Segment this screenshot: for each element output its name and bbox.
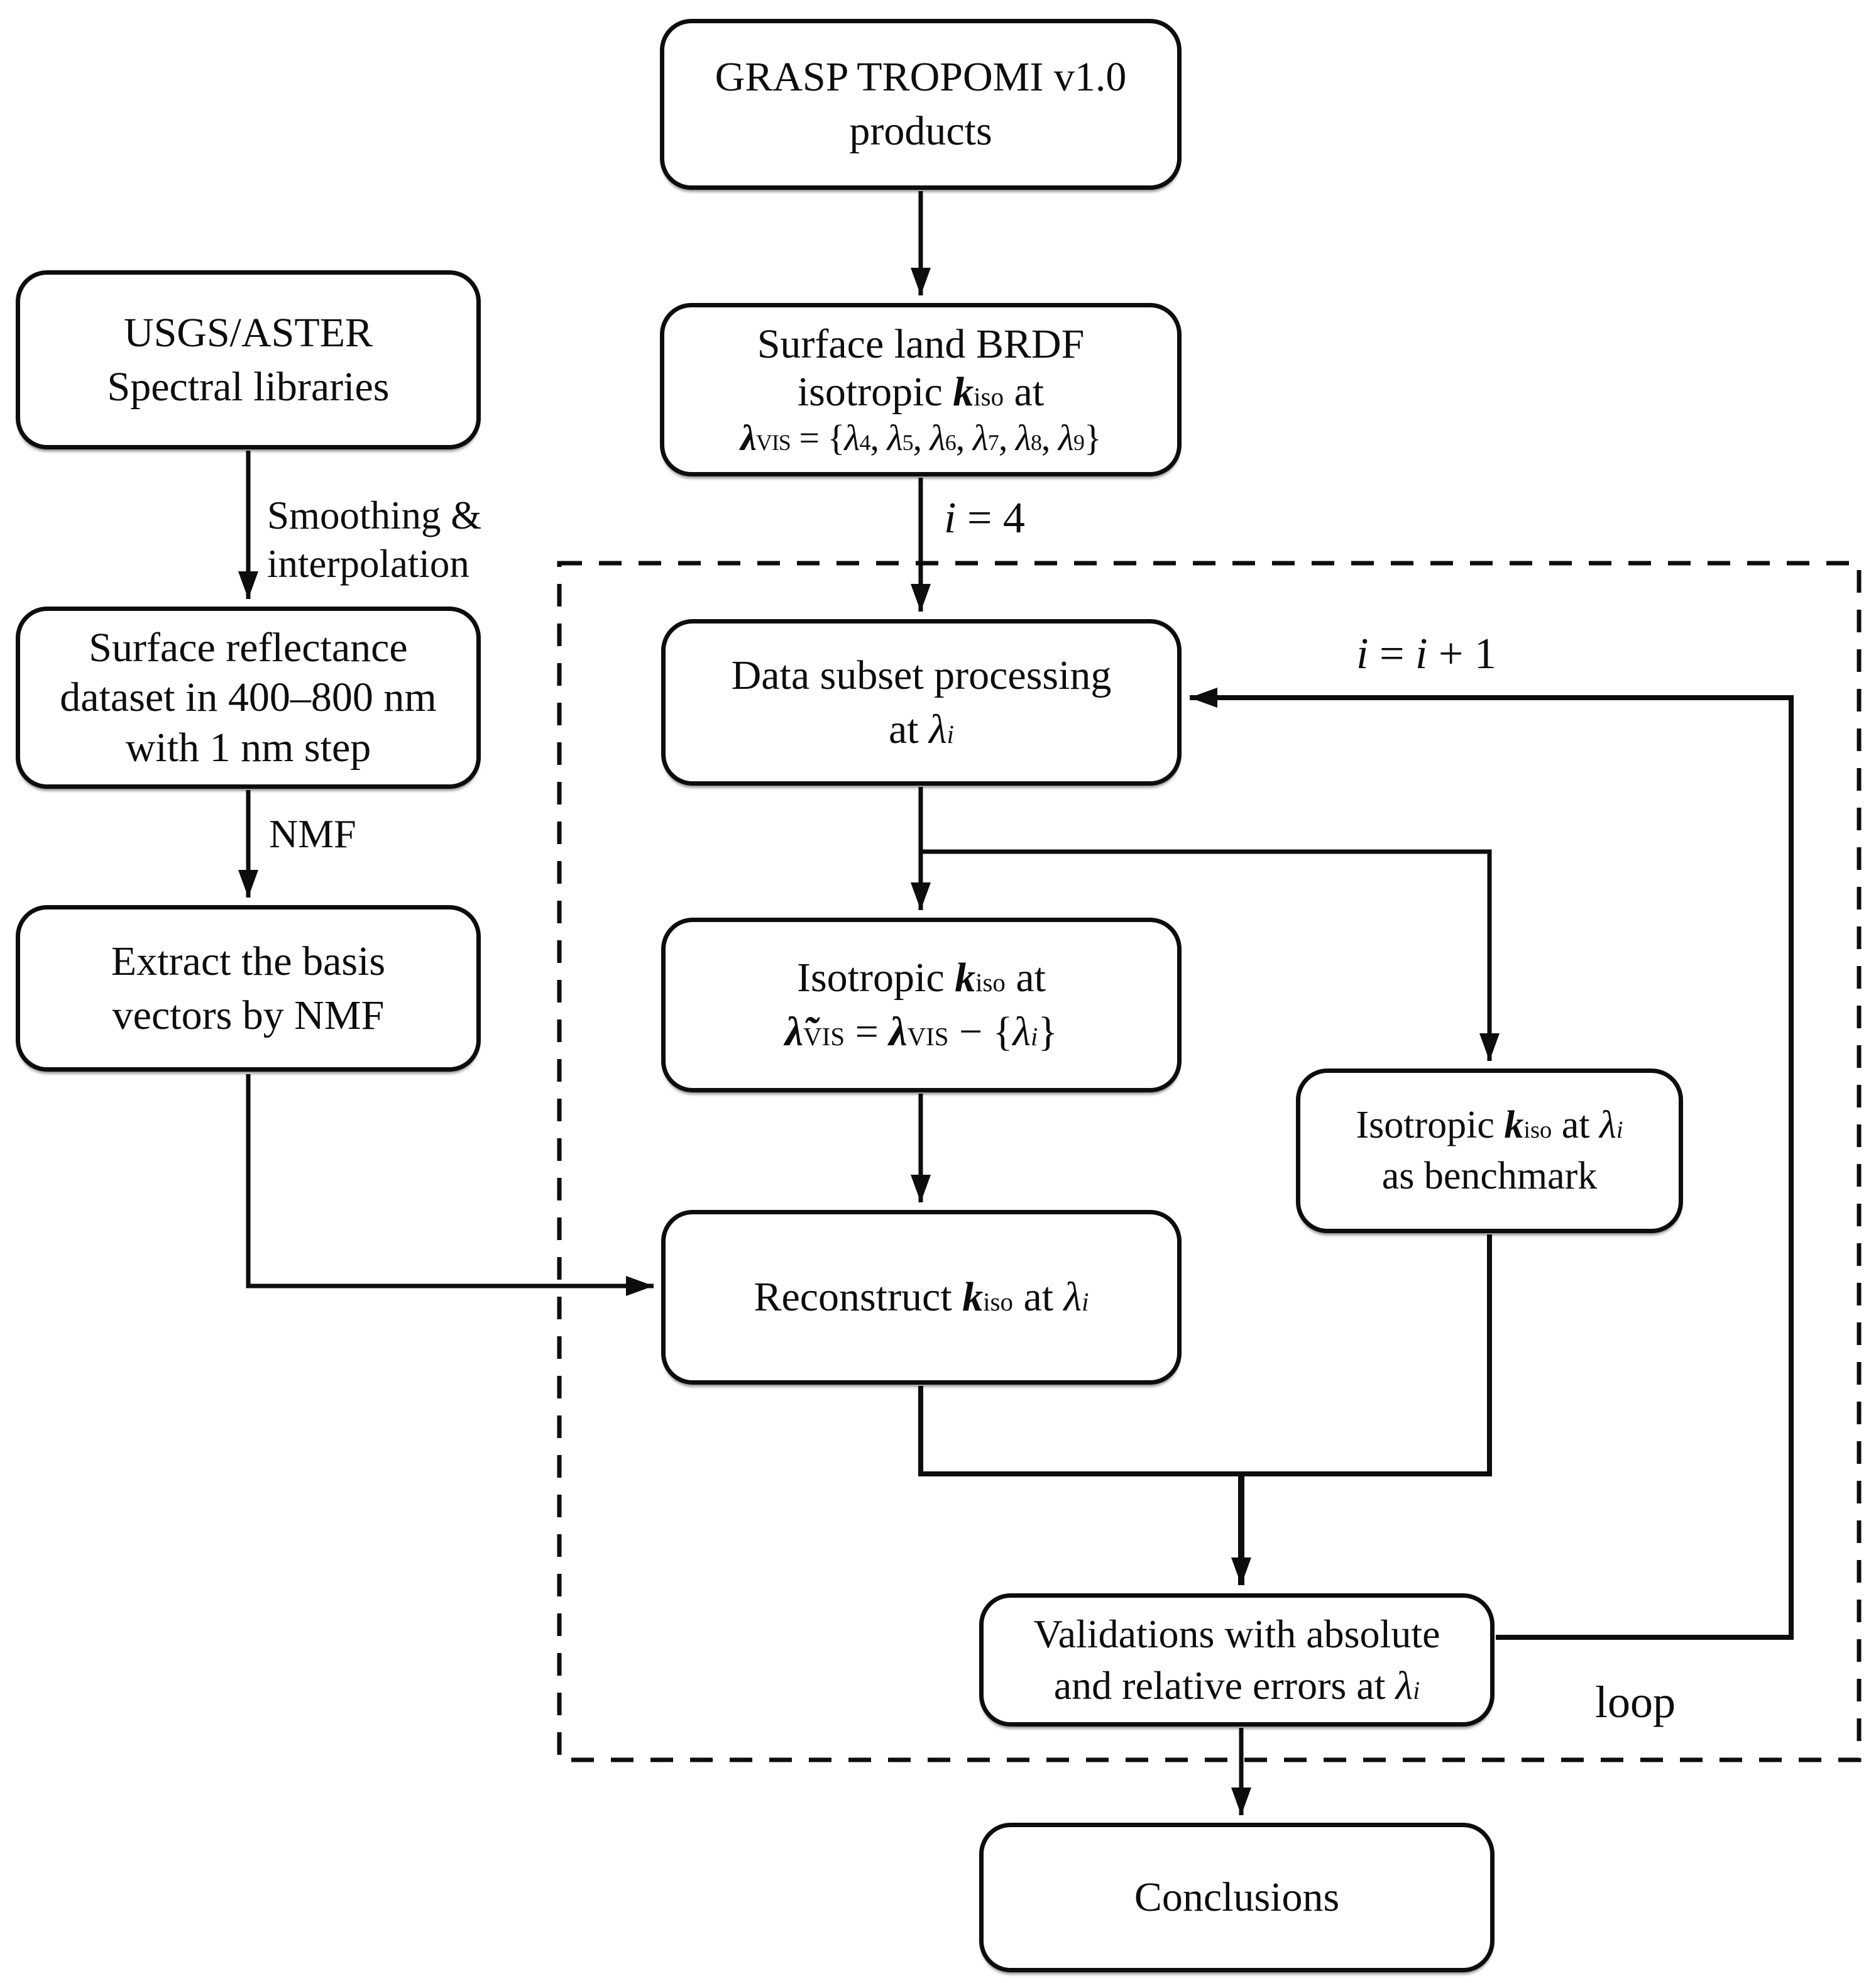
node-isotropic-kiso-lambda-vis-subset: Isotropic kiso at λ̃VIS = λVIS − {λi} bbox=[661, 918, 1182, 1092]
edge-label-smoothing-interpolation: Smoothing &interpolation bbox=[267, 493, 482, 586]
node-text: and relative errors at λi bbox=[1053, 1663, 1420, 1708]
node-text: λ̃VIS = λVIS − {λi} bbox=[784, 1009, 1058, 1055]
node-extract-basis-vectors-nmf: Extract the basis vectors by NMF bbox=[16, 905, 481, 1072]
node-text: Isotropic kiso at λi bbox=[1356, 1104, 1623, 1147]
node-isotropic-kiso-benchmark: Isotropic kiso at λi as benchmark bbox=[1296, 1068, 1683, 1233]
edge-subset-to-bench bbox=[921, 849, 1500, 1061]
edge-label-i-equals-4: i = 4 bbox=[944, 494, 1025, 542]
node-text: λVIS = {λ4, λ5, λ6, λ7, λ8, λ9} bbox=[740, 417, 1102, 458]
node-text: Data subset processing bbox=[731, 652, 1112, 698]
node-surface-land-brdf-kiso: Surface land BRDF isotropic kiso at λVIS… bbox=[660, 303, 1182, 476]
node-validations-errors: Validations with absolute and relative e… bbox=[979, 1593, 1495, 1727]
node-data-subset-processing: Data subset processing at λi bbox=[661, 619, 1182, 786]
loop-region-dashed-border bbox=[557, 561, 1862, 1762]
node-text: USGS/ASTER bbox=[123, 309, 373, 356]
node-text: Conclusions bbox=[1134, 1874, 1340, 1921]
node-text: at λi bbox=[888, 706, 955, 752]
loop-region-label: loop bbox=[1595, 1677, 1676, 1727]
edge-recon-bench-merge bbox=[918, 1234, 1492, 1476]
node-text: Surface land BRDF bbox=[757, 321, 1085, 367]
edge-label-nmf: NMF bbox=[269, 811, 356, 856]
node-text: Isotropic kiso at bbox=[797, 955, 1046, 1001]
node-surface-reflectance-dataset: Surface reflectance dataset in 400–800 n… bbox=[16, 607, 481, 789]
node-text: Reconstruct kiso at λi bbox=[754, 1274, 1089, 1321]
node-text: Surface reflectance bbox=[89, 625, 408, 671]
node-text: vectors by NMF bbox=[112, 992, 385, 1038]
edge-extract-to-recon bbox=[246, 1074, 654, 1296]
edge-label-i-increment: i = i + 1 bbox=[1356, 630, 1496, 678]
edge-valid-feedback-to-subset bbox=[1190, 688, 1794, 1640]
node-usgs-aster-spectral-libraries: USGS/ASTER Spectral libraries bbox=[16, 270, 481, 449]
node-grasp-tropomi-products: GRASP TROPOMI v1.0 products bbox=[660, 19, 1182, 190]
node-text: Validations with absolute bbox=[1033, 1612, 1440, 1657]
node-text: isotropic kiso at bbox=[797, 369, 1045, 415]
node-conclusions: Conclusions bbox=[979, 1823, 1495, 1972]
node-reconstruct-kiso: Reconstruct kiso at λi bbox=[661, 1210, 1182, 1385]
node-text: GRASP TROPOMI v1.0 bbox=[715, 54, 1127, 101]
node-text: as benchmark bbox=[1381, 1155, 1598, 1197]
node-text: products bbox=[849, 108, 992, 154]
node-text: Extract the basis bbox=[111, 938, 386, 984]
node-text: Spectral libraries bbox=[107, 363, 390, 410]
node-text: with 1 nm step bbox=[125, 724, 371, 771]
node-text: dataset in 400–800 nm bbox=[60, 674, 437, 721]
